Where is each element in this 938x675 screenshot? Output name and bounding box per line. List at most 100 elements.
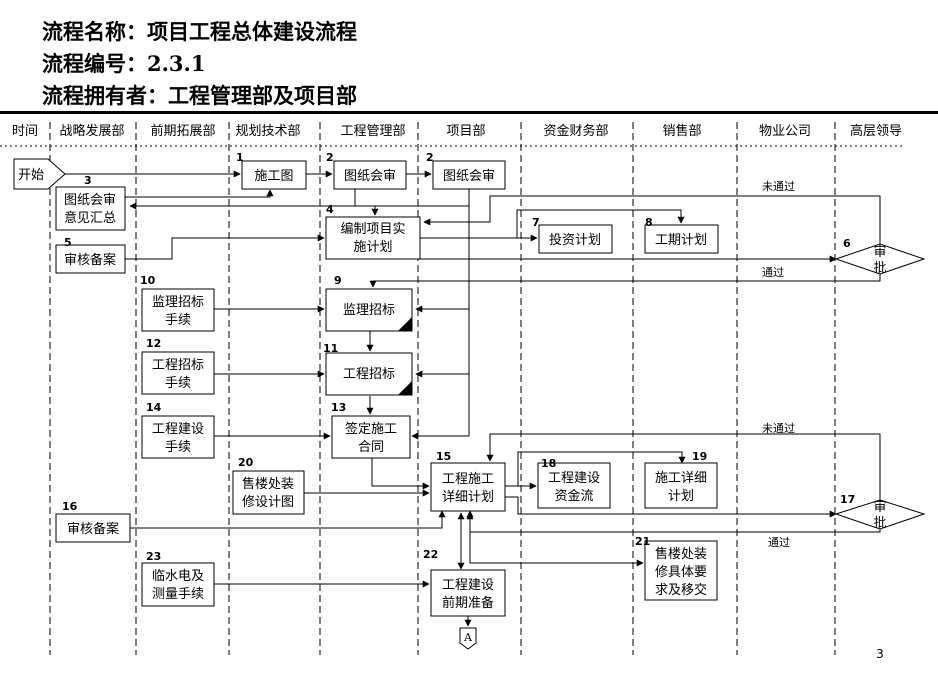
label-n22-l1: 工程建设: [442, 578, 494, 593]
box-audit-filing-16: [55, 513, 131, 543]
label-n11: 工程招标: [343, 367, 395, 382]
flow-connectors: [65, 170, 881, 627]
label-n18-l2: 资金流: [554, 488, 593, 504]
box-review-summary: [55, 186, 126, 231]
label-n4-l1: 编制项目实: [340, 222, 405, 237]
label-n10-l2: 手续: [165, 313, 191, 328]
box-drawing-review-proj: [432, 160, 506, 190]
box-sales-handover: [644, 540, 718, 601]
label-n14-l2: 手续: [165, 440, 191, 455]
box-supervision-tender: [325, 288, 413, 332]
num-n23: 23: [146, 550, 161, 563]
num-n12: 12: [146, 337, 161, 350]
box-sign-contract: [331, 415, 411, 459]
col-property: 物业公司: [758, 124, 812, 139]
label-n21-l1: 售楼处装: [655, 546, 707, 562]
label-n12-l1: 工程招标: [152, 358, 204, 373]
label-n4-l2: 施计划: [353, 240, 392, 255]
num-n8: 8: [645, 216, 653, 229]
label-n15-l1: 工程施工: [442, 472, 494, 487]
start-node: 开始: [13, 158, 66, 190]
label-n23-l2: 测量手续: [152, 587, 204, 602]
label-n12-l2: 手续: [165, 376, 191, 391]
header-rule: [0, 111, 938, 114]
label-n19-l1: 施工详细: [655, 471, 707, 486]
label-n5: 审核备案: [64, 252, 116, 268]
label-n3-l2: 意见汇总: [64, 210, 116, 226]
label-n19-l2: 计划: [668, 489, 694, 504]
box-engineering-tender: [325, 352, 413, 396]
label-n3-l1: 图纸会审: [64, 193, 116, 208]
box-construction-detail: [644, 462, 718, 509]
num-n1: 1: [236, 151, 244, 164]
num-n13: 13: [331, 401, 346, 414]
corner-mark-9: [398, 317, 412, 331]
label-connector-a: A: [463, 631, 473, 644]
label-n1: 施工图: [254, 169, 293, 184]
box-implementation-plan: [325, 216, 421, 260]
num-n10: 10: [140, 274, 156, 287]
decision-approval-6: [834, 243, 926, 275]
col-finance: 资金财务部: [543, 124, 609, 139]
col-engineering: 工程管理部: [340, 124, 406, 139]
label-n17-l2: 批: [873, 516, 886, 531]
box-sales-design: [232, 470, 305, 515]
label-n10-l1: 监理招标: [152, 295, 204, 310]
label-n7: 投资计划: [549, 232, 601, 248]
edge-label-pass-top: 通过: [762, 266, 784, 279]
label-n20-l2: 修设计图: [242, 495, 294, 510]
col-strategy: 战略发展部: [59, 124, 125, 139]
box-preparation: [430, 569, 506, 617]
label-n23-l1: 临水电及: [152, 569, 204, 584]
num-n17: 17: [840, 493, 855, 506]
num-n16: 16: [62, 500, 78, 513]
box-audit-filing-5: [55, 244, 126, 274]
label-n14-l1: 工程建设: [152, 422, 204, 437]
label-n2a: 图纸会审: [344, 169, 396, 184]
corner-mark-11: [398, 381, 412, 395]
edge-label-reject-top: 未通过: [762, 180, 795, 193]
num-n21: 21: [635, 535, 650, 548]
box-construction-procedures: [141, 415, 215, 459]
num-n7: 7: [532, 216, 540, 229]
start-label: 开始: [18, 168, 44, 183]
num-n11: 11: [323, 342, 338, 355]
decision-approval-17: [834, 499, 926, 530]
box-utilities-survey: [141, 562, 215, 607]
label-n17-l1: 审: [873, 500, 886, 515]
label-n21-l3: 求及移交: [655, 582, 707, 598]
label-n2b: 图纸会审: [443, 169, 495, 184]
num-n19: 19: [692, 450, 707, 463]
process-number: 流程编号：2.3.1: [42, 51, 206, 76]
edge-label-pass-bottom: 通过: [768, 536, 790, 549]
label-n9: 监理招标: [343, 303, 395, 318]
label-n8: 工期计划: [655, 233, 707, 248]
col-expansion: 前期拓展部: [150, 124, 216, 139]
edge-label-reject-bottom: 未通过: [762, 422, 795, 435]
num-n9: 9: [334, 274, 342, 287]
col-project: 项目部: [446, 124, 486, 139]
label-n15-l2: 详细计划: [442, 490, 494, 505]
num-n22: 22: [423, 548, 438, 561]
label-n21-l2: 修具体要: [655, 565, 707, 580]
process-owner: 流程拥有者：工程管理部及项目部: [42, 83, 357, 108]
label-n13-l2: 合同: [358, 440, 384, 455]
num-n14: 14: [146, 401, 162, 414]
col-time: 时间: [11, 124, 39, 139]
num-n20: 20: [238, 456, 254, 469]
num-n6: 6: [843, 237, 851, 250]
label-n18-l1: 工程建设: [548, 471, 600, 486]
label-n16: 审核备案: [67, 521, 119, 537]
num-n2b: 2: [426, 151, 434, 164]
col-leadership: 高层领导: [849, 124, 903, 139]
label-n6-l2: 批: [873, 261, 886, 276]
label-n22-l2: 前期准备: [442, 595, 494, 611]
num-n18: 18: [541, 457, 556, 470]
process-name: 流程名称：项目工程总体建设流程: [42, 19, 357, 44]
box-investment-plan: [538, 224, 613, 254]
num-n3: 3: [84, 174, 92, 187]
box-capital-flow: [537, 462, 611, 509]
box-tender-procedures: [141, 351, 215, 395]
num-n15: 15: [436, 450, 451, 463]
